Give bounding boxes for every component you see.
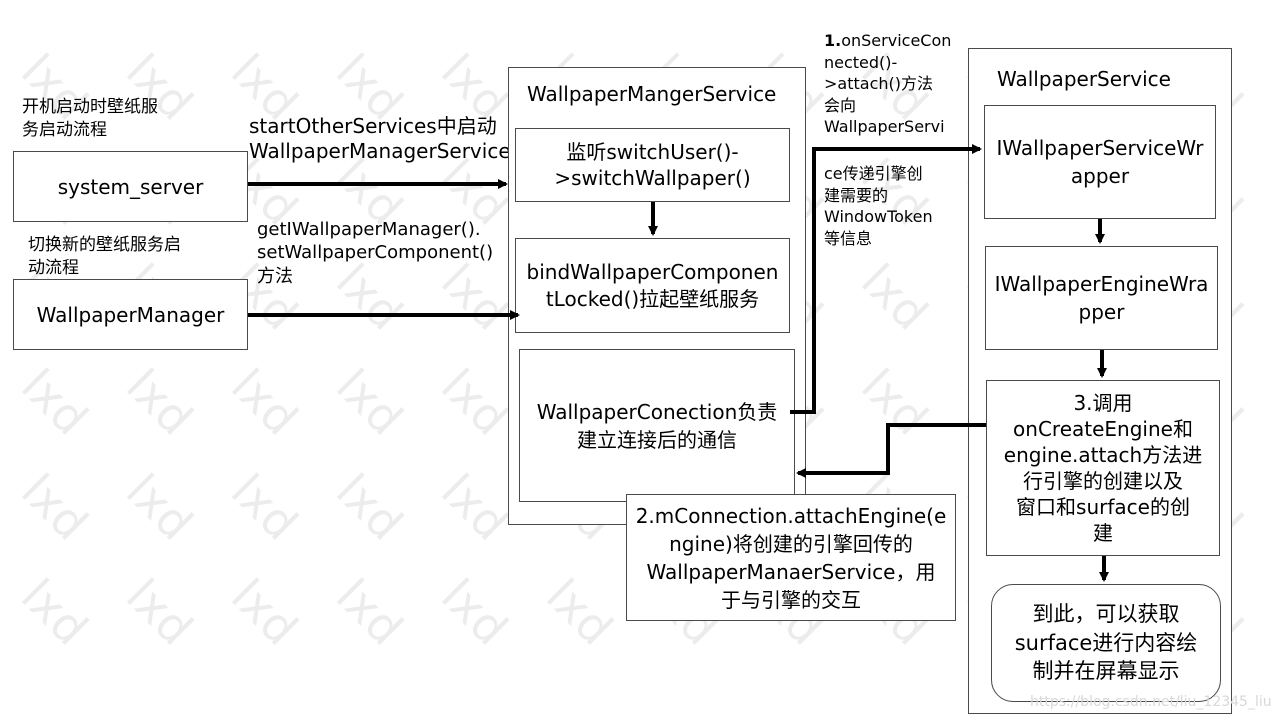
ws-title: WallpaperService: [997, 67, 1171, 91]
service-wrapper-label: IWallpaperServiceWr apper: [996, 136, 1204, 188]
service-wrapper-box: IWallpaperServiceWr apper: [984, 105, 1216, 219]
listen-switch-user-box: 监听switchUser()- >switchWallpaper(): [515, 128, 790, 202]
final-surface-box: 到此，可以获取 surface进行内容绘 制并在屏幕显示: [991, 584, 1221, 702]
arrow-connection-to-service: [790, 144, 982, 414]
wms-title: WallpaperMangerService: [527, 82, 777, 106]
start-other-services-label: startOtherServices中启动 WallpaperManagerSe…: [249, 114, 511, 163]
step3-create-engine-box: 3.调用 onCreateEngine和 engine.attach方法进 行引…: [986, 380, 1220, 556]
step1-note-part2: ce传递引擎创 建需要的 WindowToken 等信息: [824, 164, 933, 248]
wallpaper-connection-label: WallpaperConection负责 建立连接后的通信: [536, 399, 778, 452]
listen-switch-user-label: 监听switchUser()- >switchWallpaper(): [554, 140, 751, 190]
wallpaper-manager-box: WallpaperManager: [13, 279, 248, 350]
step2-attach-engine-box: 2.mConnection.attachEngine(e ngine)将创建的引…: [626, 494, 956, 621]
step1-text: onServiceCon nected()- >attach()方法 会向 Wa…: [824, 31, 952, 137]
step1-note-part1: 1.onServiceCon nected()- >attach()方法 会向 …: [824, 30, 951, 138]
system-server-label: system_server: [57, 174, 204, 199]
source-url-footer: https://blog.csdn.net/liu_12345_liu: [1030, 694, 1272, 710]
system-server-box: system_server: [13, 151, 248, 222]
switch-flow-note: 切换新的壁纸服务启 动流程: [28, 235, 181, 278]
step2-attach-engine-label: 2.mConnection.attachEngine(e ngine)将创建的引…: [635, 503, 947, 612]
final-surface-label: 到此，可以获取 surface进行内容绘 制并在屏幕显示: [1014, 602, 1198, 684]
bind-wallpaper-box: bindWallpaperComponen tLocked()拉起壁纸服务: [515, 238, 790, 333]
step1-number: 1.: [824, 31, 842, 50]
bind-wallpaper-label: bindWallpaperComponen tLocked()拉起壁纸服务: [526, 259, 779, 311]
step3-create-engine-label: 3.调用 onCreateEngine和 engine.attach方法进 行引…: [1003, 391, 1203, 545]
get-manager-label: getIWallpaperManager(). setWallpaperComp…: [257, 219, 494, 287]
boot-flow-note: 开机启动时壁纸服 务启动流程: [22, 97, 158, 140]
wallpaper-manager-label: WallpaperManager: [36, 302, 225, 327]
engine-wrapper-label: IWallpaperEngineWra pper: [994, 272, 1209, 324]
engine-wrapper-box: IWallpaperEngineWra pper: [985, 246, 1218, 350]
arrow-step3-to-connection: [796, 423, 986, 478]
wallpaper-connection-box: WallpaperConection负责 建立连接后的通信: [519, 349, 795, 502]
